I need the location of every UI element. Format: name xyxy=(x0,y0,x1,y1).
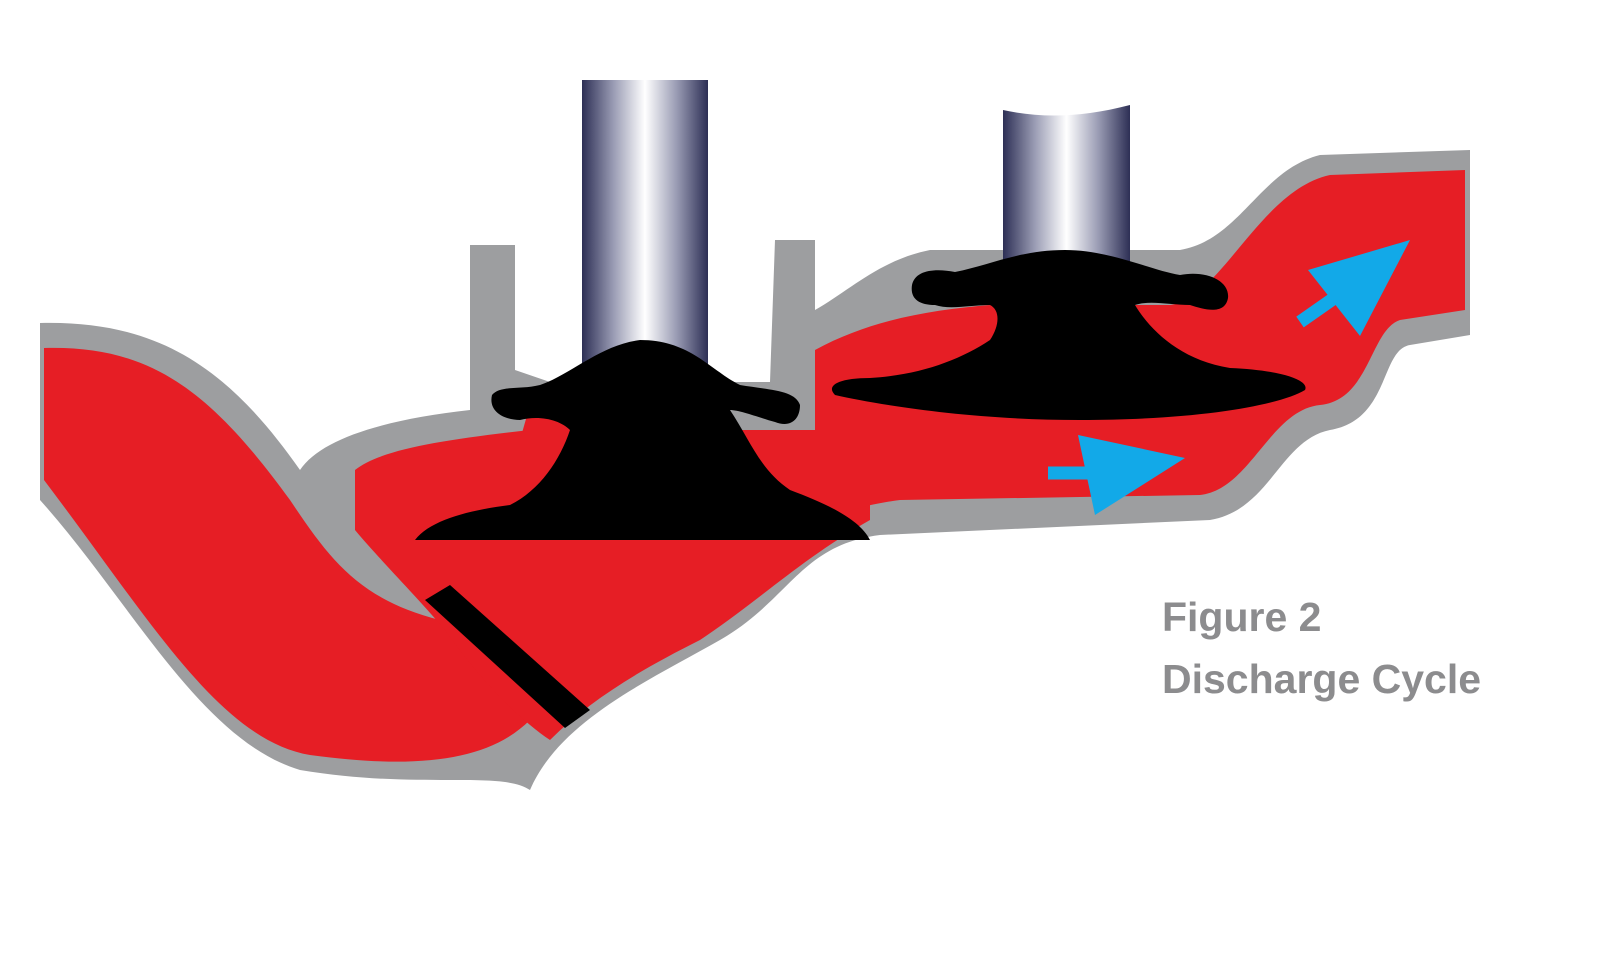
discharge-valve xyxy=(831,250,1306,420)
arrow-up-right-icon xyxy=(1296,240,1410,336)
discharge-valve-stem xyxy=(1003,105,1130,265)
arrow-right-icon xyxy=(1048,435,1185,515)
inlet-fluid xyxy=(44,347,530,762)
check-flap xyxy=(425,585,590,728)
inlet-valve-stem xyxy=(582,80,708,370)
figure-caption: Figure 2 Discharge Cycle xyxy=(1162,586,1481,710)
figure-title: Discharge Cycle xyxy=(1162,656,1482,702)
inlet-valve xyxy=(415,340,870,540)
figure-number: Figure 2 xyxy=(1162,594,1322,640)
